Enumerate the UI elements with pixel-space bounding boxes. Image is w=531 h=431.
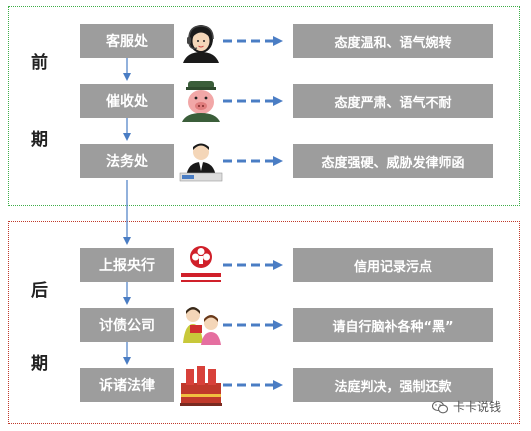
- result-early-2: 态度严肃、语气不耐: [293, 84, 493, 118]
- result-early-3: 态度强硬、威胁发律师函: [293, 144, 493, 178]
- peoples-bank-of-china-logo-icon: [178, 243, 224, 287]
- watermark-text: 卡卡说钱: [453, 400, 502, 414]
- customer-service-headset-icon: [178, 19, 224, 63]
- dept-customer-service: 客服处: [80, 24, 174, 58]
- dept-debt-collection-company: 讨债公司: [80, 308, 174, 342]
- debt-collector-cartoon-icon: [178, 303, 224, 347]
- result-early-1: 态度温和、语气婉转: [293, 24, 493, 58]
- late-phase-label-bottom: 期: [31, 354, 48, 374]
- dept-legal: 法务处: [80, 144, 174, 178]
- wechat-icon: [432, 400, 448, 413]
- result-late-3: 法庭判决，强制还款: [293, 368, 493, 402]
- early-phase-label-top: 前: [31, 53, 48, 73]
- early-phase-box: [8, 6, 520, 206]
- dept-legal-action: 诉诸法律: [80, 368, 174, 402]
- dept-collections: 催收处: [80, 84, 174, 118]
- legal-news-anchor-icon: [178, 139, 224, 183]
- courthouse-icon: [178, 363, 224, 407]
- early-phase-label-bottom: 期: [31, 130, 48, 150]
- late-phase-label-top: 后: [31, 281, 48, 301]
- result-late-2: 请自行脑补各种“黑”: [293, 308, 493, 342]
- collector-pig-face-icon: [178, 78, 224, 122]
- watermark: 卡卡说钱: [432, 398, 501, 415]
- result-late-1: 信用记录污点: [293, 248, 493, 282]
- dept-report-central-bank: 上报央行: [80, 248, 174, 282]
- late-phase-box: [8, 221, 520, 424]
